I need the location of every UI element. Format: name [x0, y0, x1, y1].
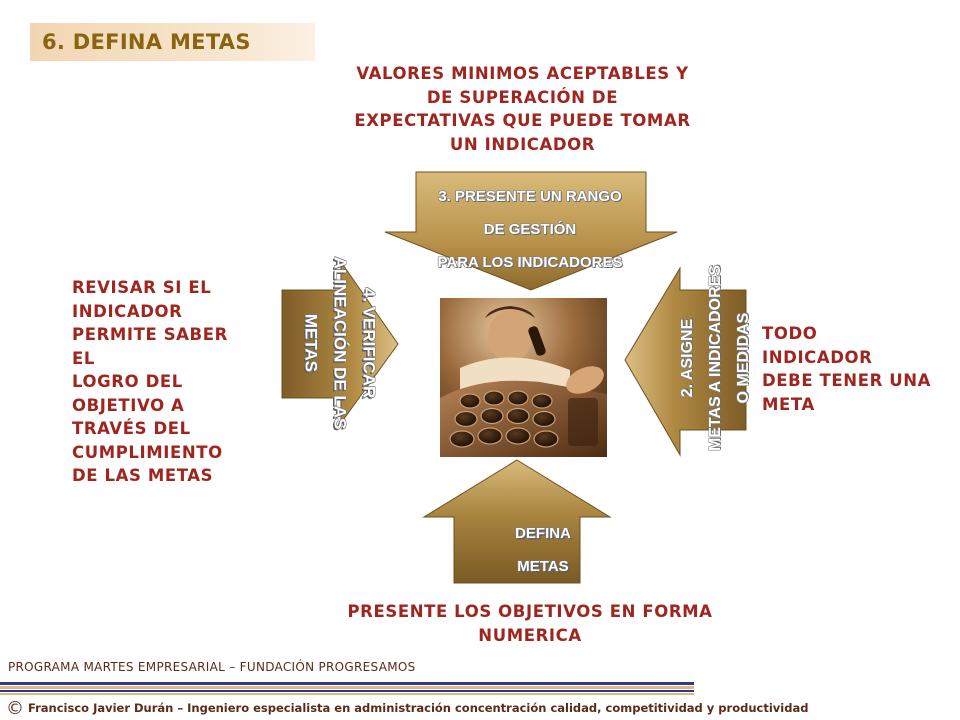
bottom-arrow-label-line: DEFINA — [515, 525, 571, 542]
top-description-line: UN INDICADOR — [449, 134, 596, 154]
page-title: 6. DEFINA METAS — [42, 30, 251, 54]
left-description-line: OBJETIVO A — [72, 395, 185, 415]
left-arrow-label-line: METAS — [301, 313, 321, 373]
title-banner — [30, 23, 315, 61]
bottom-arrow — [422, 459, 612, 584]
left-description-line: PERMITE SABER EL — [72, 325, 228, 368]
footer-copyright-text: Francisco Javier Durán – Ingeniero espec… — [28, 701, 809, 715]
copyright-icon: © — [6, 698, 24, 719]
bottom-arrow-label-line: METAS — [517, 558, 569, 575]
right-description-line: DEBE TENER UNA — [762, 371, 931, 390]
bottom-arrow-label: DEFINA METAS — [455, 517, 631, 583]
bottom-description-line: PRESENTE LOS OBJETIVOS EN FORMA — [347, 602, 713, 621]
top-description-line: VALORES MINIMOS ACEPTABLES Y — [356, 64, 689, 83]
footer-divider — [0, 682, 694, 698]
top-description-line: EXPECTATIVAS QUE PUEDE TOMAR — [354, 111, 691, 130]
left-arrow-label-line: ALINEACIÓN DE LAS — [330, 256, 350, 430]
bottom-description-line: NUMERICA — [478, 625, 582, 645]
left-arrow-label-line: 4. VERIFICAR — [359, 287, 379, 399]
top-arrow-label-line: DE GESTIÓN — [483, 221, 577, 238]
footer-copyright: © Francisco Javier Durán – Ingeniero espe… — [6, 698, 808, 719]
left-description-line: DE LAS METAS — [72, 466, 214, 485]
left-description: REVISAR SI EL INDICADOR PERMITE SABER EL… — [72, 276, 257, 488]
bottom-description: PRESENTE LOS OBJETIVOS EN FORMA NUMERICA — [330, 600, 730, 647]
right-description-line: META — [762, 394, 815, 414]
left-description-line: TRAVÉS DEL — [72, 419, 191, 438]
right-description-line: TODO — [762, 324, 818, 343]
top-arrow — [384, 171, 678, 291]
right-arrow-label-line: METAS A INDICADORES — [707, 264, 724, 452]
top-description: VALORES MINIMOS ACEPTABLES Y DE SUPERACI… — [330, 62, 715, 156]
top-arrow-label-line: 3. PRESENTE UN RANGO — [438, 188, 622, 205]
right-arrow-label-line: O MEDIDAS — [735, 312, 752, 404]
left-description-line: LOGRO DEL — [72, 372, 183, 391]
left-description-line: CUMPLIMIENTO — [72, 442, 223, 462]
top-arrow-label: 3. PRESENTE UN RANGO DE GESTIÓN PARA LOS… — [400, 180, 660, 279]
top-arrow-label-line: PARA LOS INDICADORES — [437, 254, 623, 271]
right-arrow-label-line: 2. ASIGNE — [679, 318, 696, 398]
right-description: TODO INDICADOR DEBE TENER UNA META — [762, 322, 932, 416]
right-arrow — [624, 266, 747, 457]
center-photo — [440, 298, 607, 457]
left-description-line: REVISAR SI EL — [72, 278, 212, 297]
top-description-line: DE SUPERACIÓN DE — [426, 87, 619, 107]
left-description-line: INDICADOR — [72, 301, 183, 321]
left-arrow — [281, 260, 399, 425]
footer-program: PROGRAMA MARTES EMPRESARIAL – FUNDACIÓN … — [8, 660, 416, 674]
right-description-line: INDICADOR — [762, 347, 873, 367]
